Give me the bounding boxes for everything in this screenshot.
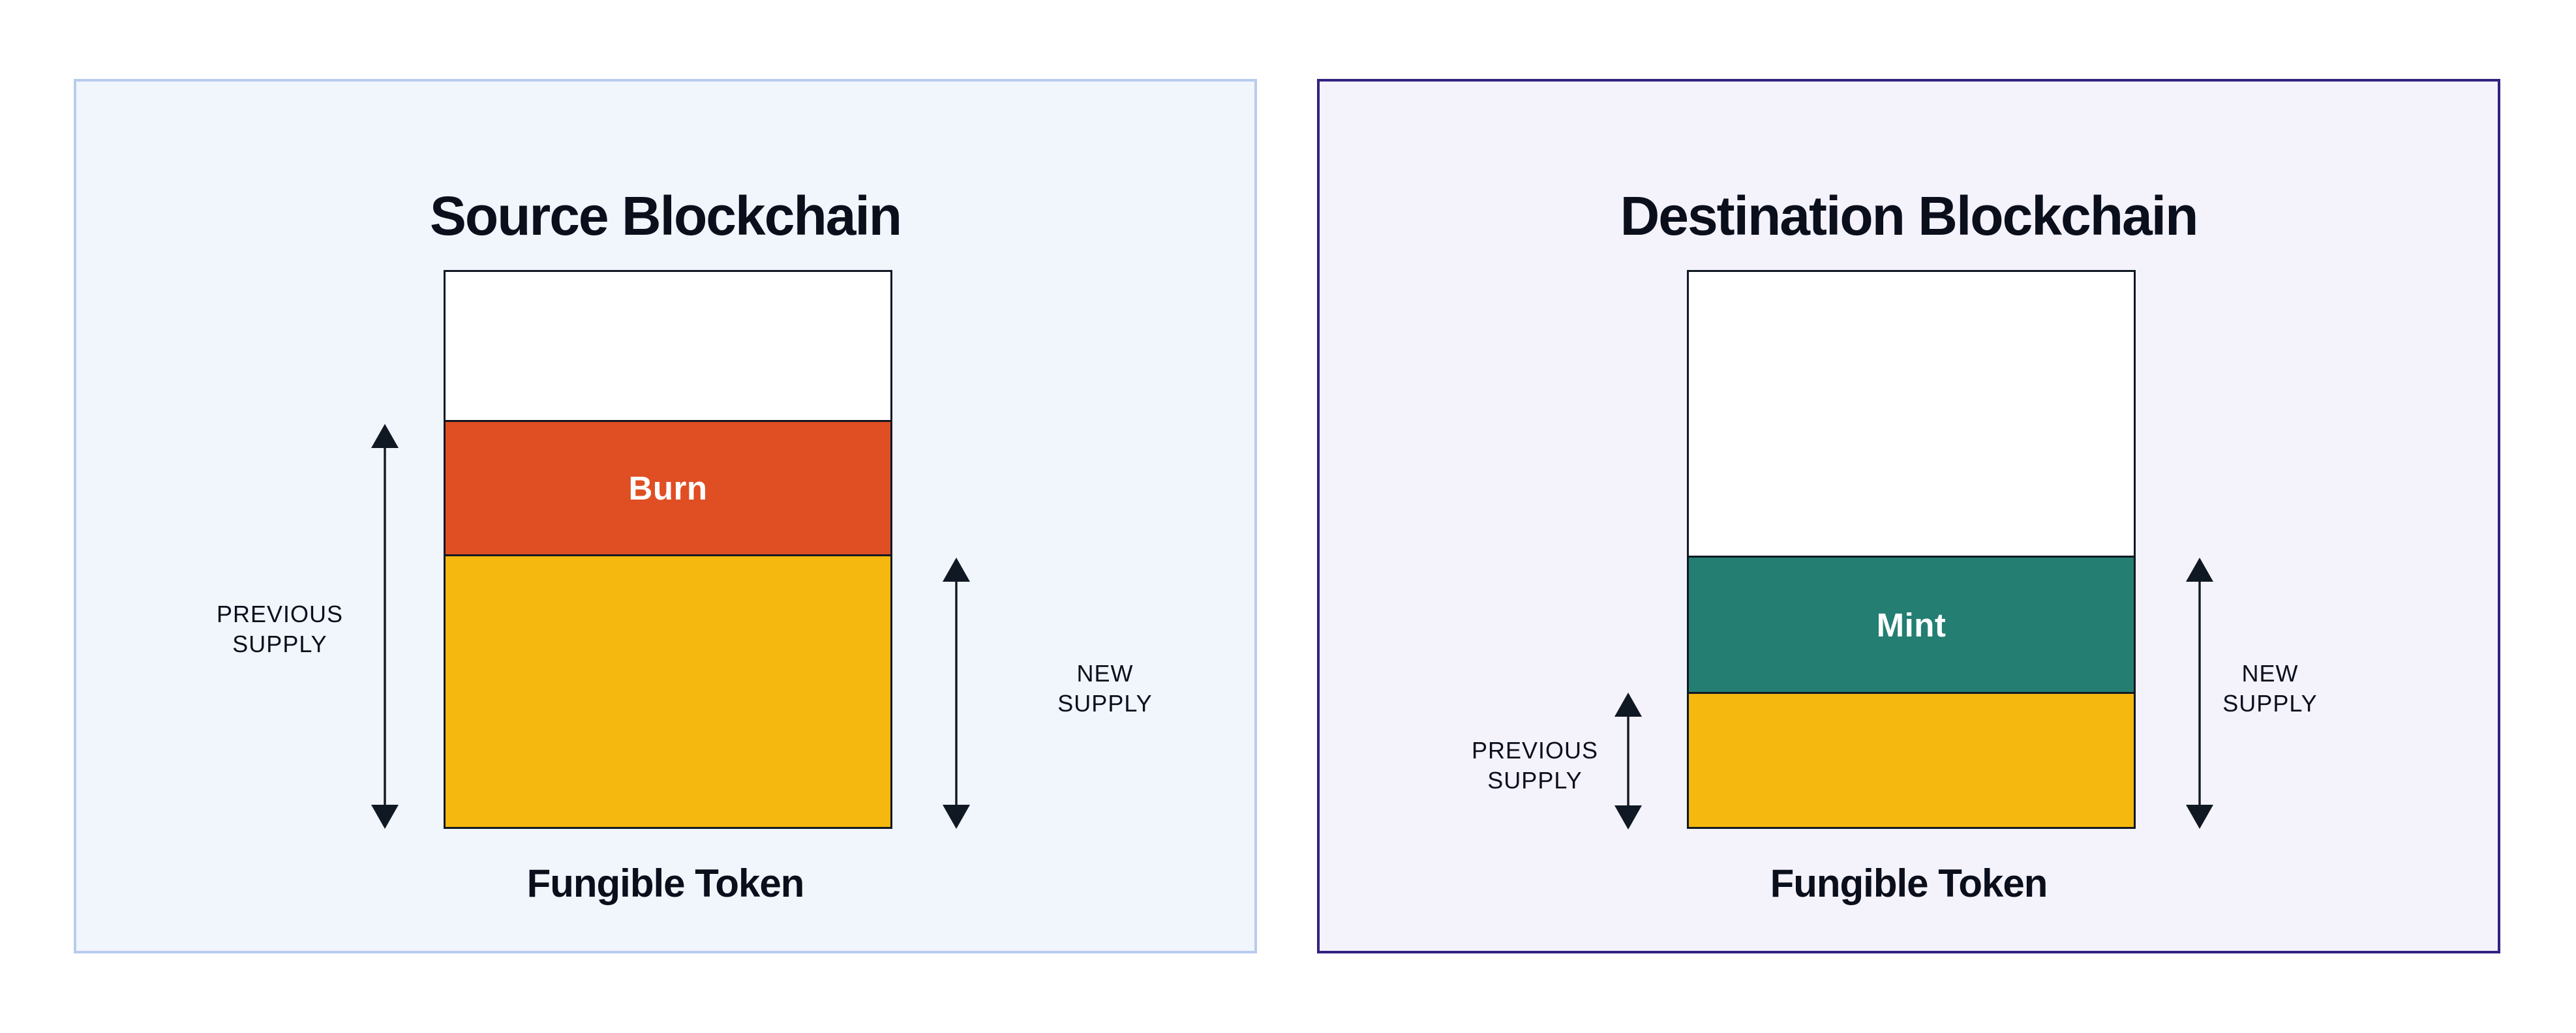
previous-supply-label-line1: PREVIOUS <box>216 601 344 627</box>
destination-bar-mint-segment: Mint <box>1689 556 2134 692</box>
double-headed-arrow-icon <box>2186 558 2213 829</box>
new-supply-label-line2: SUPPLY <box>2222 690 2318 717</box>
destination-new-supply-label: NEW SUPPLY <box>2172 659 2368 719</box>
destination-new-supply-arrow <box>2185 558 2214 829</box>
source-panel-title: Source Blockchain <box>429 185 902 247</box>
destination-bar-previous-supply-segment <box>1689 692 2134 827</box>
double-headed-arrow-icon <box>371 424 399 829</box>
new-supply-label-line1: NEW <box>1076 660 1134 687</box>
destination-bar-headroom-segment <box>1689 272 2134 556</box>
burn-segment-label: Burn <box>628 470 708 507</box>
new-supply-label-line1: NEW <box>2241 660 2299 687</box>
destination-token-supply-bar: Mint <box>1687 270 2136 829</box>
destination-previous-supply-label: PREVIOUS SUPPLY <box>1437 736 1633 796</box>
previous-supply-label-line2: SUPPLY <box>1487 767 1583 794</box>
source-token-caption: Fungible Token <box>526 861 805 905</box>
source-bar-remaining-supply-segment <box>446 554 890 827</box>
destination-token-caption: Fungible Token <box>1770 861 2048 905</box>
mint-segment-label: Mint <box>1876 606 1947 644</box>
double-headed-arrow-icon <box>1614 693 1642 830</box>
source-new-supply-label: NEW SUPPLY <box>1007 659 1203 719</box>
destination-blockchain-panel: Destination Blockchain Mint PREVIOUS SUP… <box>1317 79 2500 953</box>
source-new-supply-arrow <box>942 558 971 829</box>
destination-panel-title: Destination Blockchain <box>1620 185 2199 247</box>
source-blockchain-panel: Source Blockchain Burn PREVIOUS SUPPLY <box>74 79 1257 953</box>
source-bar-headroom-segment <box>446 272 890 420</box>
source-token-supply-bar: Burn <box>444 270 892 829</box>
destination-previous-supply-arrow <box>1614 693 1643 830</box>
double-headed-arrow-icon <box>943 558 970 829</box>
new-supply-label-line2: SUPPLY <box>1057 690 1153 717</box>
source-previous-supply-label: PREVIOUS SUPPLY <box>182 599 378 659</box>
source-previous-supply-arrow <box>371 424 399 829</box>
previous-supply-label-line1: PREVIOUS <box>1471 737 1599 764</box>
source-bar-burn-segment: Burn <box>446 420 890 554</box>
previous-supply-label-line2: SUPPLY <box>232 631 327 657</box>
